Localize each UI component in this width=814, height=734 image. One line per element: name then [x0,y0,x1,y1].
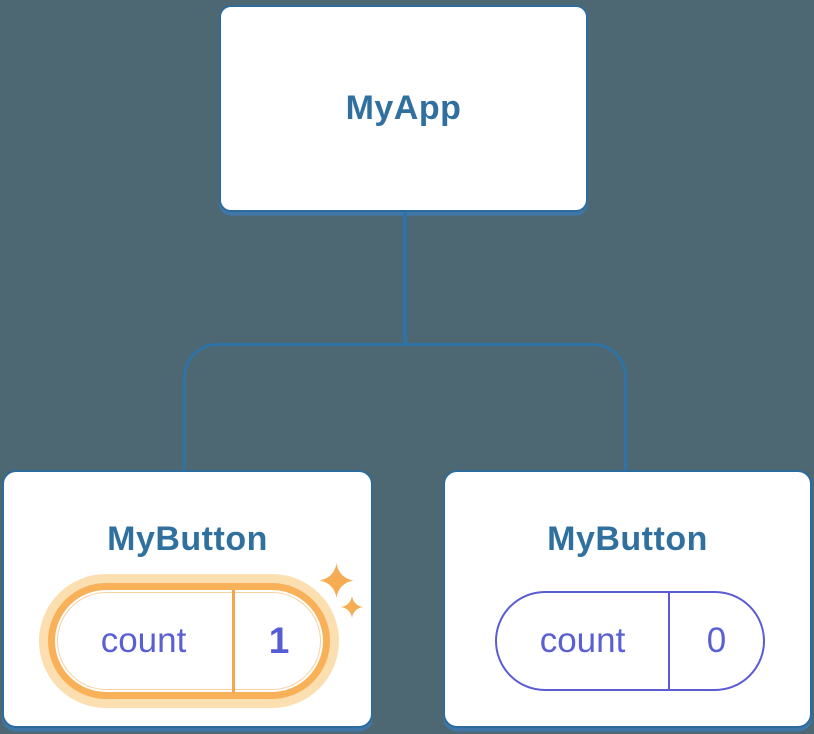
tree-node-child-left: MyButton count 1 [2,470,373,728]
tree-node-root: MyApp [219,5,588,212]
state-pill-highlighted: count 1 [48,583,330,699]
state-pill: count 0 [495,591,765,691]
pill-divider [668,593,670,689]
sparkle-icon [319,563,354,598]
pill-divider [232,590,235,692]
tree-node-child-right: MyButton count 0 [443,470,812,728]
state-key-label: count [100,621,187,660]
state-value: 1 [268,620,290,661]
node-label: MyApp [345,89,462,127]
state-key-label: count [539,621,626,660]
node-label: MyButton [547,520,708,558]
sparkle-icon [341,596,363,618]
node-label: MyButton [107,520,268,558]
connector-branch [183,343,627,470]
state-value: 0 [706,621,727,660]
connector-stem [403,212,407,346]
